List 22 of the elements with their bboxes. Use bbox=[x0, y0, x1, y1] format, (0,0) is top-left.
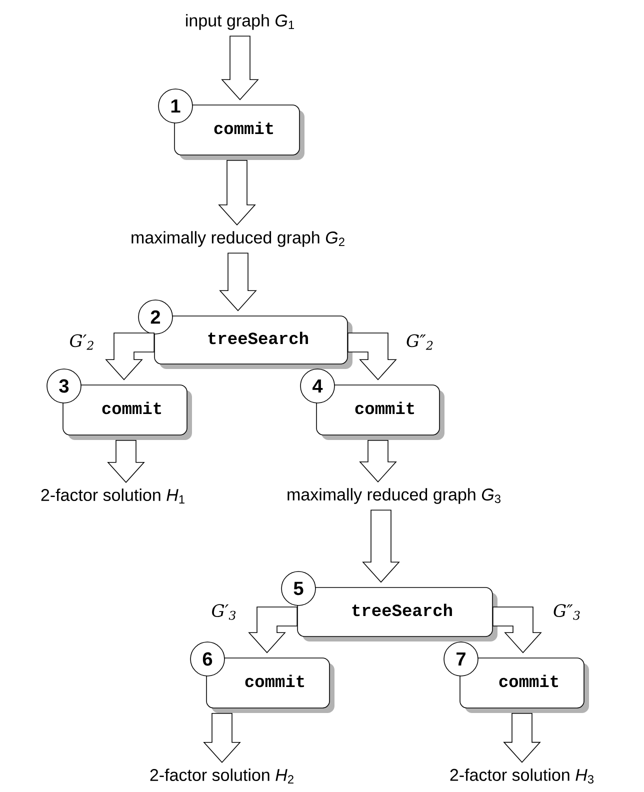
flow-text: maximally reduced graph G$_{2}$ bbox=[132, 231, 344, 247]
block-arrow bbox=[203, 713, 241, 763]
block-arrow bbox=[362, 510, 400, 583]
block-arrow bbox=[218, 160, 256, 226]
edge-label: G′$_{3}$ bbox=[212, 604, 236, 620]
block-arrow bbox=[105, 332, 154, 380]
block-arrow bbox=[248, 606, 298, 654]
block-arrow bbox=[359, 440, 397, 482]
flow-text: maximally reduced graph G$_{3}$ bbox=[288, 488, 500, 504]
flow-text: 2-factor solution H$_{1}$ bbox=[41, 488, 184, 504]
block-arrow bbox=[492, 606, 542, 654]
edge-label: G′$_{2}$ bbox=[70, 334, 94, 350]
edge-label: G″$_{3}$ bbox=[554, 604, 580, 620]
block-arrow bbox=[503, 713, 541, 763]
block-arrow bbox=[221, 36, 259, 100]
edge-label: G″$_{2}$ bbox=[406, 334, 433, 350]
block-arrow bbox=[107, 440, 145, 483]
flow-text: input graph G$_{1}$ bbox=[186, 14, 294, 30]
block-arrow bbox=[348, 332, 397, 380]
flow-text: 2-factor solution H$_{3}$ bbox=[450, 768, 594, 784]
block-arrow bbox=[219, 252, 257, 312]
flow-text: 2-factor solution H$_{2}$ bbox=[150, 768, 294, 784]
